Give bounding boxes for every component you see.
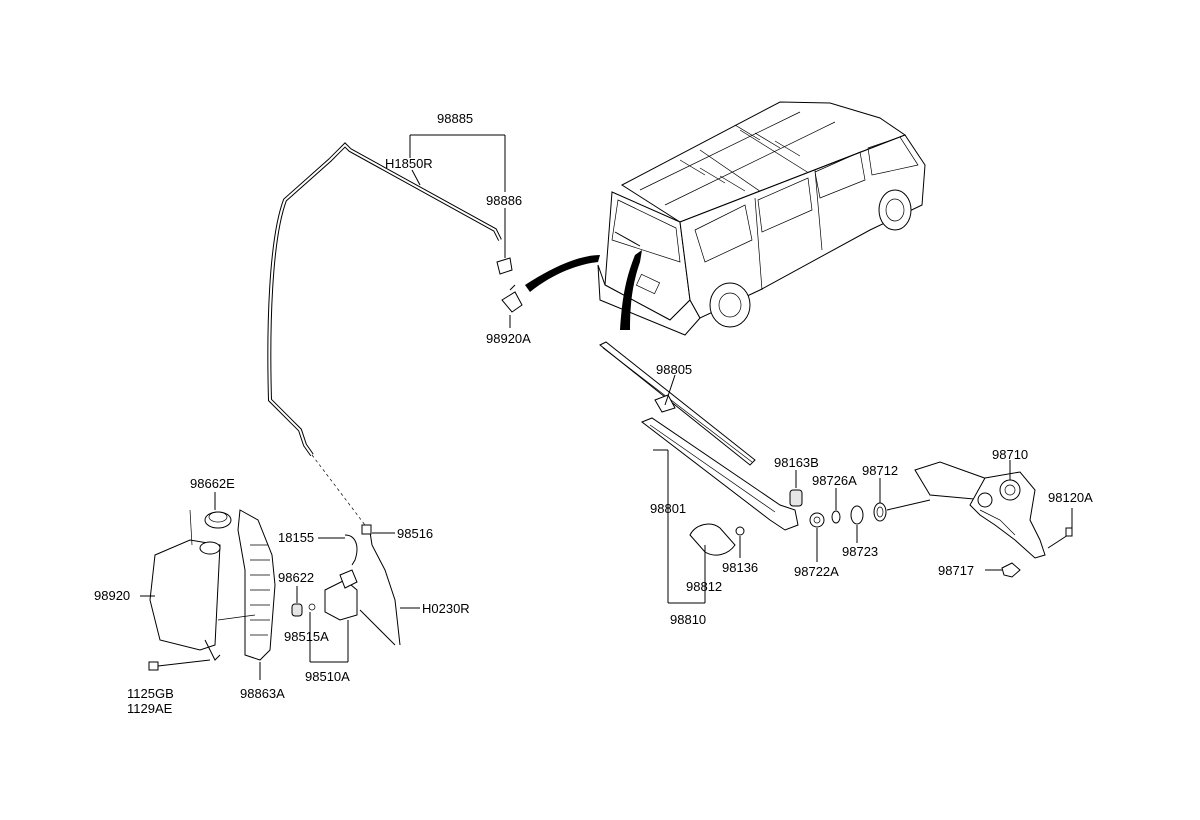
label-18155: 18155 [278,530,314,545]
label-98662e: 98662E [190,476,235,491]
label-98515a: 98515A [284,629,329,644]
label-98712: 98712 [862,463,898,478]
label-98622: 98622 [278,570,314,585]
leader-lines [140,134,1073,680]
label-98812: 98812 [686,579,722,594]
label-98120a: 98120A [1048,490,1093,505]
label-98717: 98717 [938,563,974,578]
label-98885: 98885 [437,111,473,126]
label-98810: 98810 [670,612,706,627]
label-h0230r: H0230R [422,601,470,616]
label-98510a: 98510A [305,669,350,684]
label-98516: 98516 [397,526,433,541]
washer-hose-h1850r [267,142,523,526]
wiper-motor [886,461,1073,578]
label-98863a: 98863A [240,686,285,701]
van-illustration [525,101,926,336]
label-98726a: 98726A [812,473,857,488]
part-labels: 98885 H1850R 98886 98920A 98805 98163B 9… [94,111,1093,716]
label-1125gb: 1125GB [127,686,174,701]
label-98163b: 98163B [774,455,819,470]
label-h1850r: H1850R [385,156,433,171]
label-98805: 98805 [656,362,692,377]
label-98136: 98136 [722,560,758,575]
washer-reservoir [148,509,401,671]
label-98920: 98920 [94,588,130,603]
label-98920a: 98920A [486,331,531,346]
label-98723: 98723 [842,544,878,559]
label-98722a: 98722A [794,564,839,579]
label-98710: 98710 [992,447,1028,462]
label-98801: 98801 [650,501,686,516]
label-1129ae: 1129AE [127,701,173,716]
label-98886: 98886 [486,193,522,208]
wiper-arm-blade [599,341,887,556]
